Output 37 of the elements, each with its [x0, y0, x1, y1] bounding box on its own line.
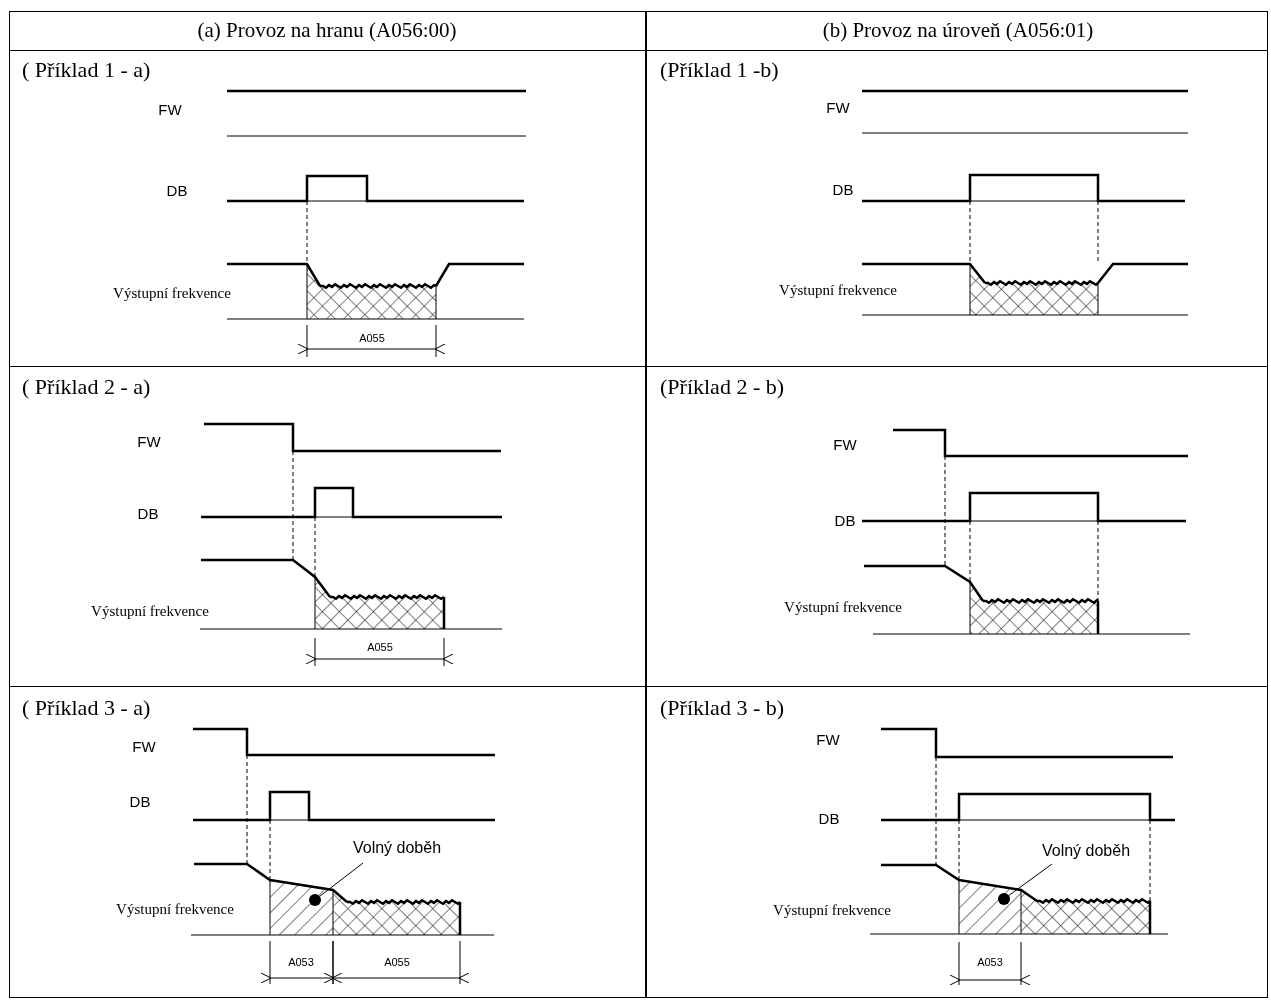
signal-name: FW — [816, 731, 840, 749]
signal-name: Výstupní frekvence — [784, 598, 902, 616]
signal-name: FW — [826, 99, 850, 117]
marker-dot — [998, 893, 1010, 905]
signal-name: FW — [137, 433, 161, 451]
signal-name: DB — [832, 181, 854, 199]
callout-text: Volný doběh — [1041, 842, 1131, 860]
signal-name: Výstupní frekvence — [779, 281, 897, 299]
signal-name: DB — [137, 505, 159, 523]
dimension-label: A053 — [288, 955, 314, 969]
column-header: (a) Provoz na hranu (A056:00) — [197, 19, 457, 43]
signal-name: FW — [833, 436, 857, 454]
signal-name: DB — [166, 182, 188, 200]
dimension-label: A053 — [977, 955, 1003, 969]
signal-name: FW — [158, 101, 182, 119]
signal-name: Výstupní frekvence — [91, 602, 209, 620]
callout-text: Volný doběh — [352, 839, 442, 857]
example-title: (Příklad 2 - b) — [660, 374, 785, 400]
example-title: (Příklad 1 -b) — [660, 57, 779, 83]
dimension-label: A055 — [384, 955, 410, 969]
signal-name: DB — [129, 793, 151, 811]
signal-name: Výstupní frekvence — [773, 901, 891, 919]
example-title: ( Příklad 3 - a) — [22, 695, 151, 721]
marker-dot — [309, 894, 321, 906]
example-title: (Příklad 3 - b) — [660, 695, 785, 721]
signal-name: DB — [818, 810, 840, 828]
signal-name: DB — [834, 512, 856, 530]
signal-name: Výstupní frekvence — [113, 284, 231, 302]
example-title: ( Příklad 2 - a) — [22, 374, 151, 400]
leader-line — [319, 862, 364, 897]
signal-name: FW — [132, 738, 156, 756]
leader-line — [1008, 863, 1053, 896]
dimension-label: A055 — [367, 640, 393, 654]
example-title: ( Příklad 1 - a) — [22, 57, 151, 83]
dimension-label: A055 — [359, 331, 385, 345]
column-header: (b) Provoz na úroveň (A056:01) — [822, 19, 1094, 43]
signal-name: Výstupní frekvence — [116, 900, 234, 918]
